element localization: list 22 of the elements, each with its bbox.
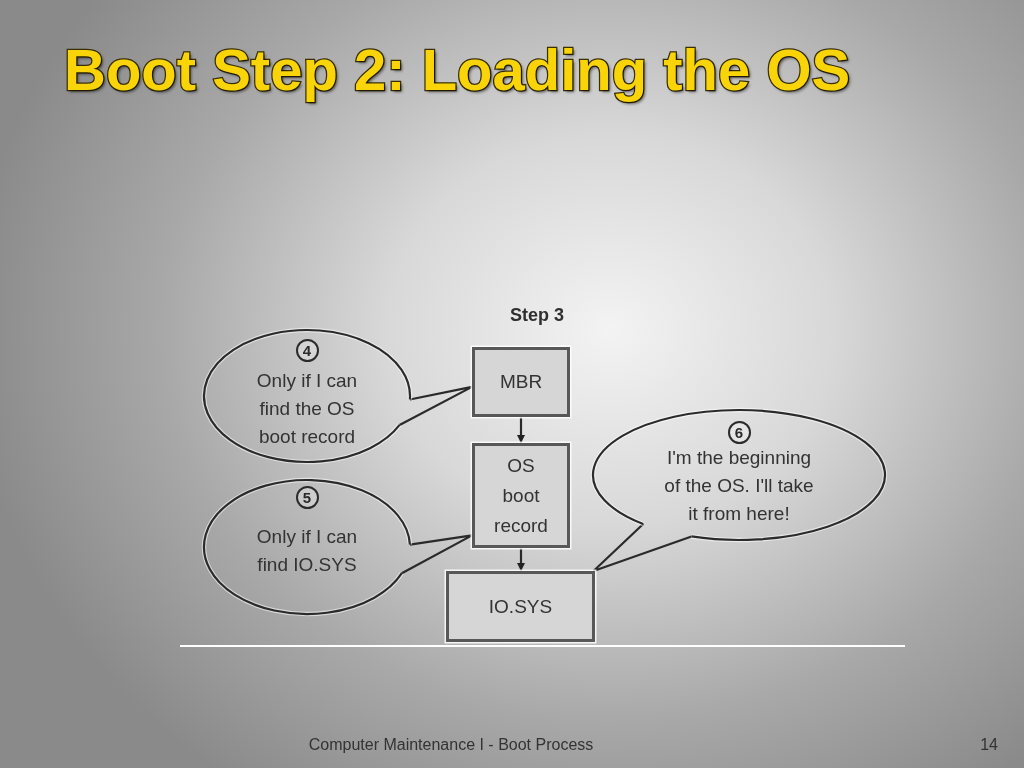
speech-bubble (201, 477, 413, 617)
process-label: OS boot record (493, 453, 549, 538)
callout-number: 4 (295, 339, 319, 362)
page-number: 14 (980, 736, 998, 754)
speech-tail (592, 522, 693, 573)
speech-text: Only if I can find IO.SYS (255, 525, 359, 577)
callout-number: 5 (295, 486, 319, 509)
process-box (472, 347, 570, 417)
footer-text: Computer Maintenance I - Boot Process (308, 736, 594, 754)
arrow (517, 548, 525, 571)
process-box (446, 571, 595, 642)
process-box (472, 443, 570, 548)
speech-bubble (201, 327, 413, 465)
slide-title: Boot Step 2: Loading the OS (64, 38, 851, 102)
process-label: IO.SYS (488, 594, 553, 619)
step-heading: Step 3 (510, 305, 565, 326)
arrow (517, 417, 525, 443)
callout-number: 6 (727, 421, 751, 444)
speech-bubble (590, 407, 888, 543)
speech-text: I'm the beginning of the OS. I'll take it from here! (663, 446, 815, 526)
speech-text: Only if I can find the OS boot record (255, 369, 359, 449)
process-label: MBR (499, 370, 543, 394)
